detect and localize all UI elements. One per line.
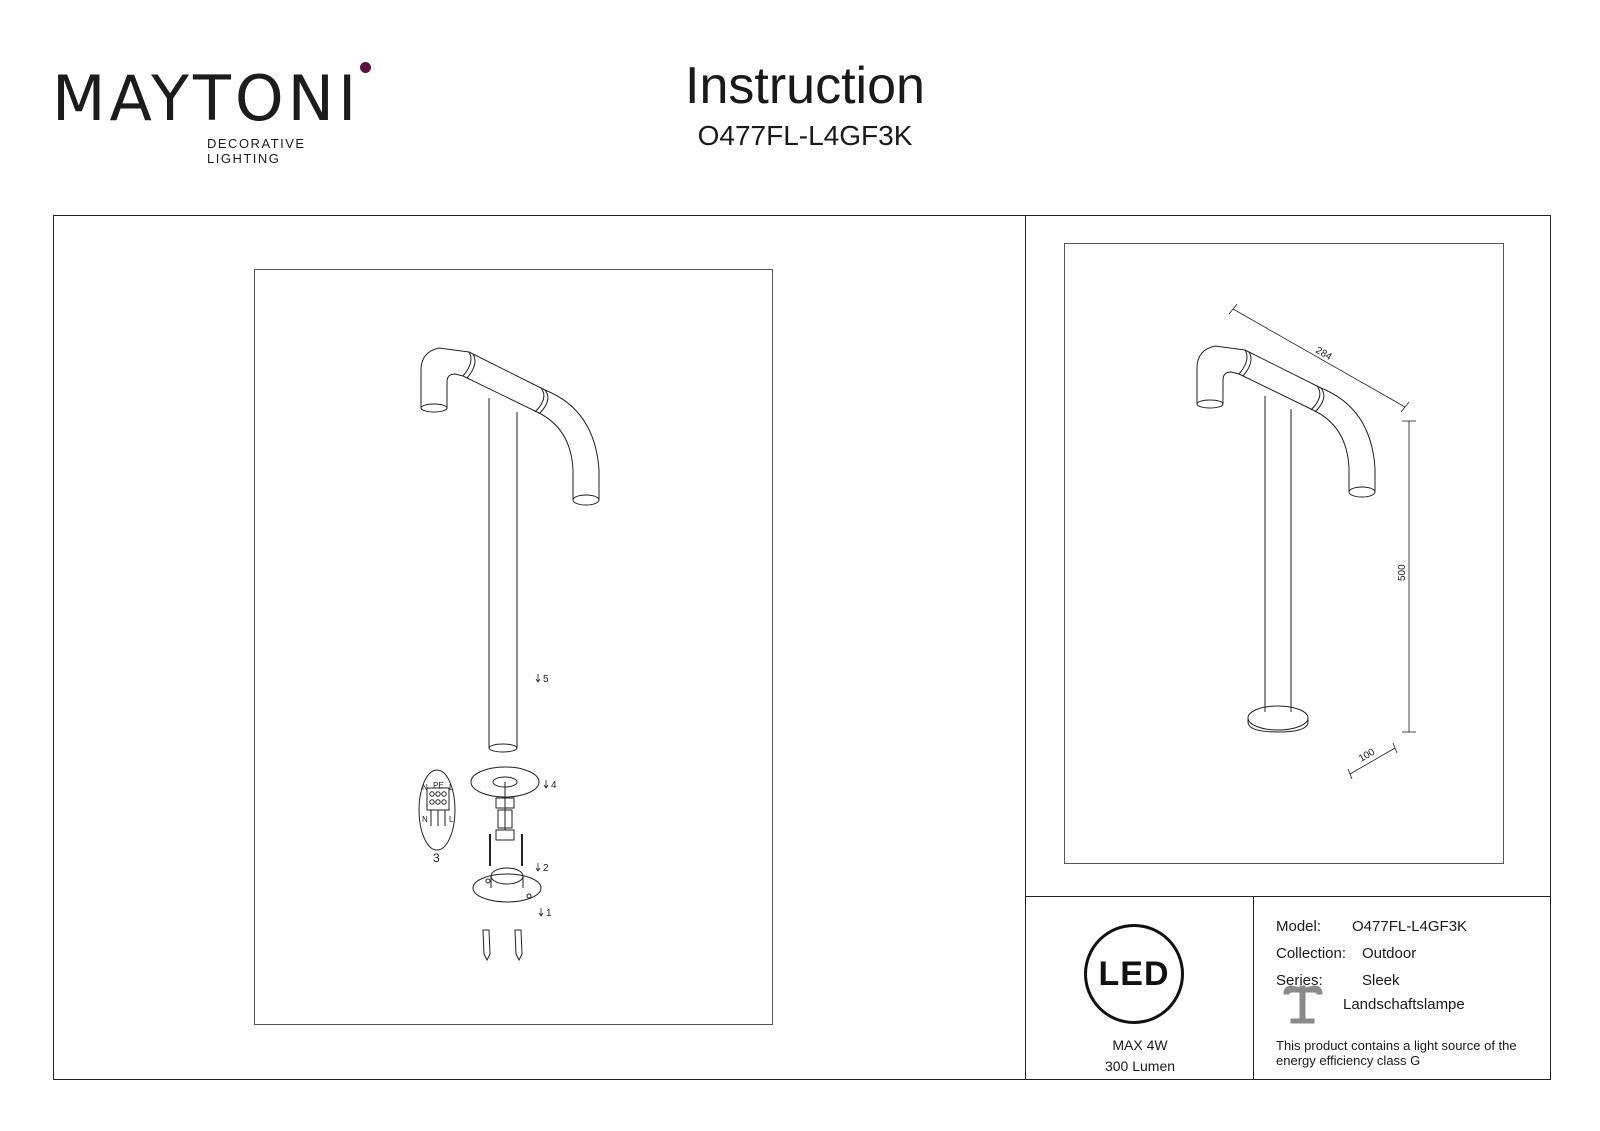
model-value: O477FL-L4GF3K [1352, 918, 1468, 935]
lamp-left-end-cap [420, 403, 448, 413]
terminal-letter: L [449, 815, 454, 824]
arrow-down-icon [538, 908, 544, 917]
terminal-letter: N [422, 815, 428, 824]
landscape-lamp-icon [1283, 985, 1323, 1024]
step-label-2: 2 [543, 863, 549, 874]
lamp-right-elbow [1320, 387, 1376, 492]
logo-tagline: DECORATIVE LIGHTING [207, 136, 306, 166]
luminous-flux: 300 Lumen [1104, 1058, 1176, 1074]
cable-connector [497, 809, 513, 829]
energy-efficiency-note: This product contains a light source of … [1276, 1038, 1517, 1068]
frame-divider-vertical [1025, 215, 1026, 1080]
terminal-letter: PE [433, 781, 444, 790]
arrow-down-icon [535, 863, 541, 872]
lamp-right-elbow [544, 389, 600, 500]
assembly-drawing-panel: N PE L N L 1 2 3 4 5 [254, 269, 773, 1025]
dimension-line-length [1232, 308, 1406, 408]
model-label: Model: [1276, 918, 1322, 935]
page-title: Instruction [685, 57, 925, 115]
lamp-left-elbow [1196, 345, 1246, 404]
arrow-down-icon [543, 780, 549, 789]
lamp-left-elbow [420, 347, 470, 408]
dimension-height-value: 500 [1397, 564, 1408, 581]
step-label-5: 5 [543, 674, 549, 685]
step-label-1: 1 [546, 908, 552, 919]
sheet-frame [53, 215, 1551, 1080]
terminal-block-detail [418, 769, 456, 851]
base-mounting-plate [472, 873, 542, 903]
product-type: Landschaftslampe [1343, 996, 1465, 1013]
dimension-base-value: 100 [1357, 747, 1377, 765]
logo-accent-dot [360, 62, 371, 73]
led-badge-icon: LED [1084, 924, 1184, 1024]
logo-wordmark: MAYTONI [52, 62, 361, 135]
base-plate [1247, 705, 1309, 731]
info-divider-vertical [1253, 896, 1254, 1080]
page-model-number: O477FL-L4GF3K [697, 120, 913, 151]
collection-label: Collection: [1276, 945, 1347, 962]
terminal-letter: N [422, 783, 428, 792]
maytoni-logo: MAYTONI DECORATIVE LIGHTING [52, 62, 382, 166]
series-label: Series: [1276, 972, 1323, 989]
wall-anchor [482, 929, 491, 962]
collection-value: Outdoor [1362, 945, 1417, 962]
dimension-drawing: 284 500 100 [1196, 303, 1416, 780]
max-power: MAX 4W [1112, 1037, 1168, 1053]
step-label-3: 3 [433, 851, 440, 865]
series-value: Sleek [1362, 972, 1400, 989]
dimension-drawing-panel: 284 500 100 [1064, 243, 1504, 864]
arrow-down-icon [535, 674, 541, 683]
terminal-letter: L [449, 783, 454, 792]
frame-divider-horizontal [1025, 896, 1551, 897]
step-label-4: 4 [551, 780, 557, 791]
dimension-line-base [1349, 747, 1396, 775]
dimension-length-value: 284 [1314, 345, 1334, 363]
assembly-drawing: N PE L N L 1 2 3 4 5 [418, 347, 600, 962]
